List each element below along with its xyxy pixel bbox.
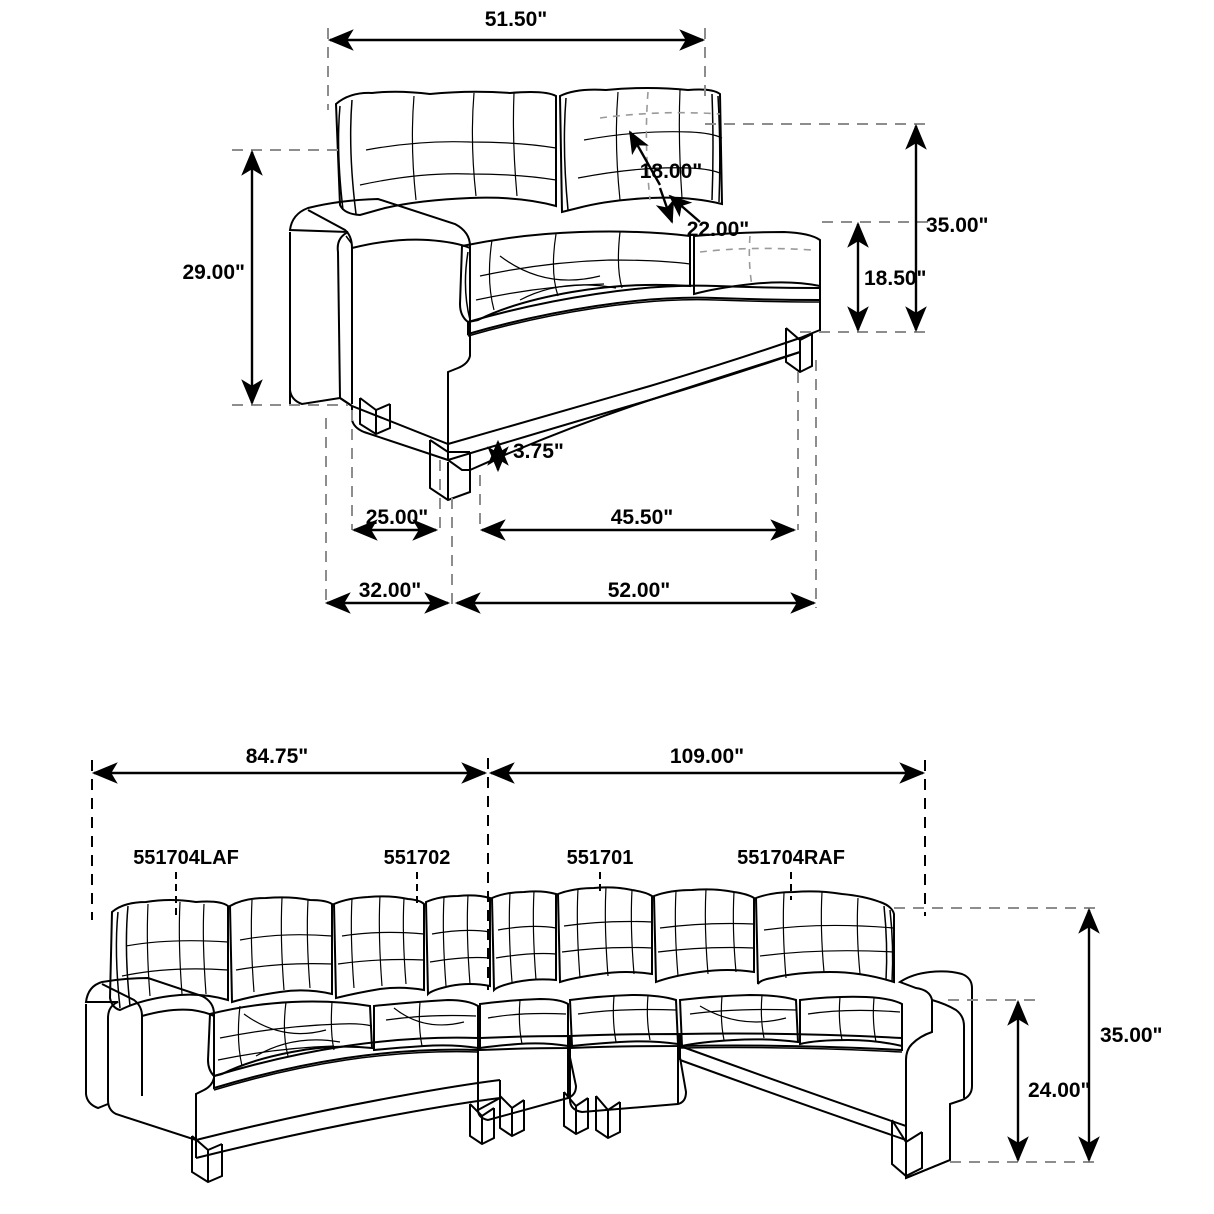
part-label-551704raf: 551704RAF: [737, 847, 845, 869]
sectional-extension-lines: [91, 758, 1100, 1163]
dim-label-leg-height: 3.75": [513, 440, 564, 463]
sectional-part-labels: 551704LAF 551702 551701 551704RAF: [133, 847, 845, 869]
part-label-551701: 551701: [567, 847, 634, 869]
sectional-drawing: [84, 886, 973, 1184]
dim-label-overall-depth: 32.00": [359, 579, 422, 602]
dim-label-seat-depth: 22.00": [687, 218, 750, 241]
sectional-dimension-lines: [91, 762, 1100, 1163]
dim-label-seat-width: 45.50": [611, 506, 674, 529]
dim-label-overall-length: 52.00": [608, 579, 671, 602]
sectional-dimension-labels: 84.75" 109.00" 35.00" 24.00": [246, 745, 1163, 1102]
loveseat-dimension-labels: 51.50" 18.00" 22.00" 35.00" 18.50" 29.00…: [182, 8, 988, 602]
dim-label-arm-depth: 25.00": [366, 506, 429, 529]
dim-label-overall-height: 35.00": [926, 214, 989, 237]
dim-label-right-arm-span: 109.00": [670, 745, 744, 768]
loveseat-extension-lines: [232, 28, 930, 608]
dim-label-back-cushion: 18.00": [640, 160, 703, 183]
sectional-part-leaders: [175, 872, 792, 918]
dim-label-top-width: 51.50": [485, 8, 548, 31]
dim-label-arm-height: 29.00": [182, 261, 245, 284]
loveseat-dimension-lines: [241, 29, 927, 614]
part-label-551702: 551702: [384, 847, 451, 869]
dim-label-seat-height: 18.50": [864, 267, 927, 290]
part-label-551704laf: 551704LAF: [133, 847, 239, 869]
dim-label-sectional-arm-height: 24.00": [1028, 1079, 1091, 1102]
dim-label-left-arm-span: 84.75": [246, 745, 309, 768]
dim-label-sectional-height: 35.00": [1100, 1024, 1163, 1047]
